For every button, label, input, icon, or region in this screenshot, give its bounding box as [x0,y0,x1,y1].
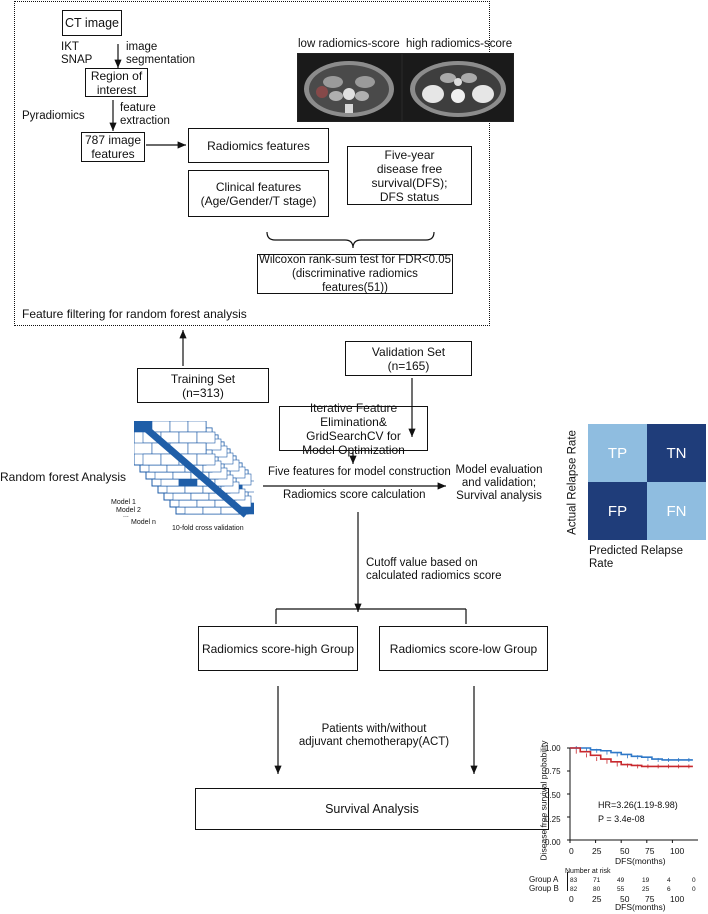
low-group-box: Radiomics score-low Group [379,626,548,671]
seg-label: image segmentation [126,41,196,66]
score-calc-label: Radiomics score calculation [283,489,426,501]
random-forest-label: Random forest Analysis [0,470,127,484]
clinical-features-box: Clinical features (Age/Gender/T stage) [188,170,329,217]
five-features-label: Five features for model construction [268,466,451,478]
km-p: P = 3.4e-08 [598,814,645,824]
cutoff-label: Cutoff value based on calculated radiomi… [366,557,502,582]
risk-xtick-75: 75 [645,894,655,904]
matrix-cell-tp: TP [588,424,647,482]
km-hr: HR=3.26(1.19-8.98) [598,800,678,810]
high-group-box: Radiomics score-high Group [198,626,358,671]
seg-tools-label: IKT SNAP [61,41,93,66]
cv-label: 10-fold cross validation [172,525,244,532]
confusion-matrix: TP TN FP FN [588,424,706,540]
km-ytick-000: 0.00 [545,838,561,847]
group-a-risk-count: 83 [570,877,578,884]
number-at-risk-label: Number at risk [565,868,611,875]
feature-elimination-box: Iterative Feature Elimination& GridSearc… [279,401,428,457]
km-xtick-100: 100 [670,846,685,856]
low-score-label: low radiomics-score [298,38,400,50]
group-a-risk-count: 0 [692,877,696,884]
cv-fold-grid [134,421,216,466]
group-b-risk-count: 6 [667,886,671,893]
high-score-ct-scan [402,53,514,122]
group-a-risk-count: 19 [642,877,650,884]
matrix-cell-fn: FN [647,482,706,540]
km-xtick-75: 75 [645,846,655,856]
wilcoxon-box: Wilcoxon rank-sum test for FDR<0.05 (dis… [257,254,453,294]
ct-image-box: CT image [62,10,122,36]
km-ytick-100: 1.00 [545,744,561,753]
group-b-label: Group B [529,884,559,893]
group-b-risk-count: 80 [593,886,601,893]
km-xlabel: DFS(months) [615,856,666,866]
risk-xtick-50: 50 [620,894,630,904]
km-curve-group-a [570,747,693,761]
matrix-x-label: Predicted Relapse Rate [589,545,683,570]
group-b-risk-count: 25 [642,886,650,893]
km-ytick-025: 0.25 [545,815,561,824]
patients-label: Patients with/without adjuvant chemother… [298,723,450,748]
extraction-label: feature extraction [120,102,170,127]
image-features-box: 787 image features [81,132,145,162]
training-set-box: Training Set (n=313) [137,368,269,403]
matrix-cell-fp: FP [588,482,647,540]
radiomics-features-box: Radiomics features [188,128,329,163]
feature-selection-region [14,1,490,326]
group-a-risk-count: 49 [617,877,625,884]
km-xtick-25: 25 [592,846,602,856]
km-xtick-50: 50 [620,846,630,856]
validation-set-box: Validation Set (n=165) [345,341,472,376]
risk-xtick-25: 25 [592,894,602,904]
km-curve-group-b [570,747,693,768]
cv-diagonal [139,422,249,518]
dfs-box: Five-year disease free survival(DFS); DF… [347,146,472,205]
filtering-label: Feature filtering for random forest anal… [22,307,247,321]
survival-analysis-box: Survival Analysis [195,788,549,830]
model-n-label: Model n [131,519,156,526]
model-2-label: Model 2 [116,507,141,514]
pyradiomics-label: Pyradiomics [22,110,85,122]
km-ytick-075: 0.75 [545,767,561,776]
km-xtick-0: 0 [569,846,574,856]
km-survival-plot [567,746,698,843]
group-b-risk-count: 0 [692,886,696,893]
model-1-label: Model 1 [111,499,136,506]
roi-box: Region of interest [85,68,148,97]
km-xlabel-bottom: DFS(months) [615,902,666,912]
ellipsis-label: ... [123,512,129,519]
risk-table-axis [567,872,568,891]
risk-xtick-0: 0 [569,894,574,904]
group-b-risk-count: 82 [570,886,578,893]
group-b-risk-count: 55 [617,886,625,893]
matrix-cell-tn: TN [647,424,706,482]
high-score-label: high radiomics-score [406,38,513,50]
model-eval-label: Model evaluation and validation; Surviva… [455,464,543,502]
group-a-label: Group A [529,875,559,884]
low-score-ct-scan [297,53,402,122]
km-ytick-050: 0.50 [545,791,561,800]
cross-validation-grid [134,421,254,518]
risk-xtick-100: 100 [670,894,685,904]
group-a-risk-count: 71 [593,877,601,884]
group-a-risk-count: 4 [667,877,671,884]
